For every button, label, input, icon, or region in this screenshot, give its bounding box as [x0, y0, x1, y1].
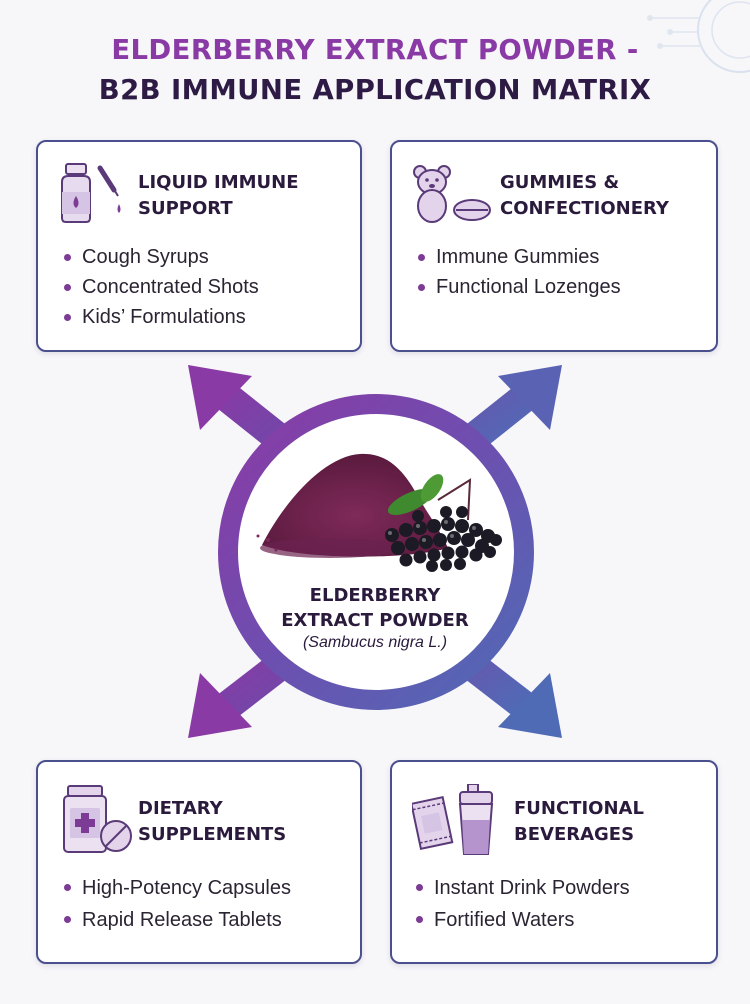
sachet-shaker-icon [412, 784, 494, 855]
list-item: Kids’ Formulations [64, 302, 259, 332]
list-item: Functional Lozenges [418, 272, 621, 302]
list-item: High-Potency Capsules [64, 872, 291, 904]
card-gummies-heading-2: CONFECTIONERY [500, 198, 669, 219]
center-product-name: ELDERBERRY EXTRACT POWDER [250, 583, 500, 633]
supplement-jar-tablet-icon [63, 785, 132, 853]
card-gummies-list: Immune Gummies Functional Lozenges [418, 242, 621, 302]
list-item: Fortified Waters [416, 904, 630, 936]
card-functional-beverages: FUNCTIONAL BEVERAGES Instant Drink Powde… [390, 760, 718, 964]
list-item: Rapid Release Tablets [64, 904, 291, 936]
center-name-line-1: ELDERBERRY [309, 585, 441, 606]
card-supplements-list: High-Potency Capsules Rapid Release Tabl… [64, 872, 291, 936]
list-item: Immune Gummies [418, 242, 621, 272]
card-supplements-heading: DIETARY SUPPLEMENTS [138, 796, 286, 848]
list-item: Instant Drink Powders [416, 872, 630, 904]
card-beverages-heading: FUNCTIONAL BEVERAGES [514, 796, 644, 848]
card-beverages-heading-2: BEVERAGES [514, 824, 635, 845]
circuit-decoration-icon [647, 0, 750, 73]
page-title: ELDERBERRY EXTRACT POWDER - B2B IMMUNE A… [0, 30, 750, 110]
arrowhead-bottom-left [188, 673, 252, 738]
card-liquid-heading-1: LIQUID IMMUNE [138, 172, 299, 193]
card-liquid-heading-2: SUPPORT [138, 198, 233, 219]
list-item: Concentrated Shots [64, 272, 259, 302]
center-latin-name: (Sambucus nigra L.) [302, 634, 448, 651]
center-name-line-2: EXTRACT POWDER [281, 610, 469, 631]
elderberry-cluster-icon [385, 506, 502, 572]
card-gummies-heading: GUMMIES & CONFECTIONERY [500, 170, 669, 222]
card-supplements-heading-1: DIETARY [138, 798, 223, 819]
card-gummies-confectionery: GUMMIES & CONFECTIONERY Immune Gummies F… [390, 140, 718, 352]
list-item: Cough Syrups [64, 242, 259, 272]
card-beverages-heading-1: FUNCTIONAL [514, 798, 644, 819]
title-line-2: B2B IMMUNE APPLICATION MATRIX [98, 74, 652, 106]
card-liquid-heading: LIQUID IMMUNE SUPPORT [138, 170, 299, 222]
arrowhead-bottom-right [498, 673, 562, 738]
card-liquid-list: Cough Syrups Concentrated Shots Kids’ Fo… [64, 242, 259, 332]
card-liquid-immune-support: LIQUID IMMUNE SUPPORT Cough Syrups Conce… [36, 140, 362, 352]
card-dietary-supplements: DIETARY SUPPLEMENTS High-Potency Capsule… [36, 760, 362, 964]
title-line-1: ELDERBERRY EXTRACT POWDER - [111, 34, 639, 66]
card-supplements-heading-2: SUPPLEMENTS [138, 824, 287, 845]
gummy-bear-lozenge-icon [413, 165, 491, 223]
arrowhead-top-right [498, 365, 562, 430]
syrup-bottle-dropper-icon [61, 163, 121, 223]
card-gummies-heading-1: GUMMIES & [500, 172, 620, 193]
elderberry-leaf-icon [387, 474, 472, 521]
arrowhead-top-left [188, 365, 252, 430]
card-beverages-list: Instant Drink Powders Fortified Waters [416, 872, 630, 936]
